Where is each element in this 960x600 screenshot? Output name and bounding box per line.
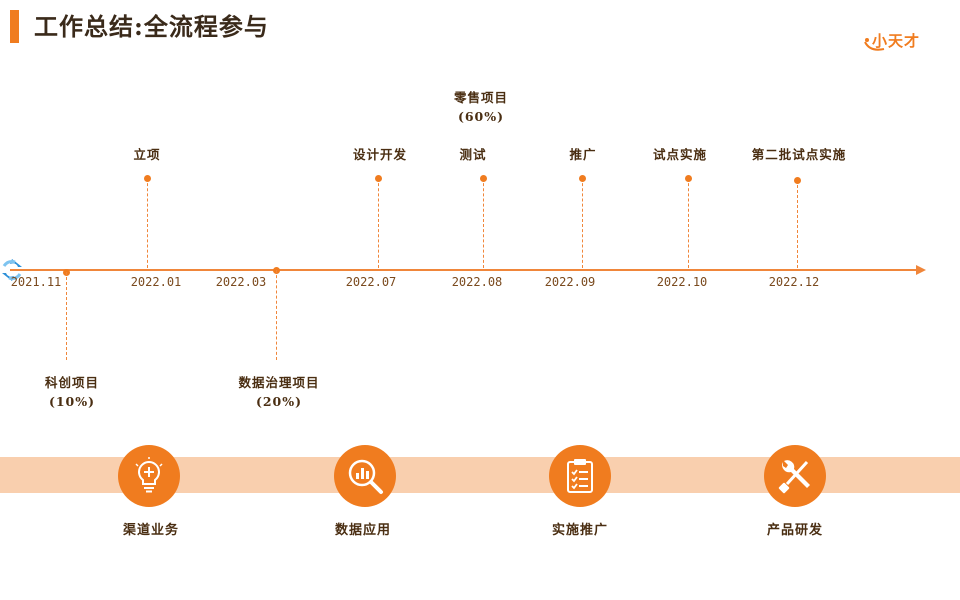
retail-project-percent: (60%) bbox=[457, 109, 505, 124]
milestone-connector bbox=[276, 270, 277, 360]
milestone-connector bbox=[147, 178, 148, 268]
research-project-percent: (10%) bbox=[48, 394, 96, 409]
category-label: 数据应用 bbox=[334, 523, 391, 538]
magnifier-chart-icon bbox=[348, 459, 383, 494]
date-label: 2022.01 bbox=[130, 275, 182, 289]
date-label: 2022.12 bbox=[768, 275, 820, 289]
clipboard-checklist-icon bbox=[567, 459, 593, 493]
wrench-screwdriver-icon bbox=[778, 460, 810, 494]
milestone-dot bbox=[480, 175, 487, 182]
timeline-axis bbox=[10, 269, 918, 271]
milestone-connector bbox=[483, 178, 484, 268]
logo-swoosh-icon bbox=[864, 38, 885, 51]
retail-project-label: 零售项目 bbox=[453, 90, 508, 105]
milestone-label: 试点实施 bbox=[652, 147, 707, 162]
lightbulb-icon bbox=[135, 457, 163, 493]
category-circle bbox=[764, 445, 826, 507]
milestone-label: 推广 bbox=[569, 147, 597, 162]
milestone-label: 测试 bbox=[459, 147, 487, 162]
research-project-label: 科创项目 bbox=[44, 375, 99, 390]
category-label: 产品研发 bbox=[766, 523, 823, 538]
data-governance-percent: (20%) bbox=[255, 394, 303, 409]
category-label: 渠道业务 bbox=[122, 523, 179, 538]
date-label: 2022.10 bbox=[656, 275, 708, 289]
category-circle bbox=[334, 445, 396, 507]
refresh-icon bbox=[2, 259, 22, 281]
date-label: 2022.03 bbox=[215, 275, 267, 289]
logo-text: 小天才 bbox=[872, 32, 921, 50]
date-label: 2022.08 bbox=[451, 275, 503, 289]
data-governance-label: 数据治理项目 bbox=[238, 375, 320, 390]
milestone-connector bbox=[378, 178, 379, 268]
milestone-label: 立项 bbox=[133, 147, 161, 162]
date-label: 2022.09 bbox=[544, 275, 596, 289]
milestone-connector bbox=[582, 178, 583, 268]
milestone-connector bbox=[688, 178, 689, 268]
milestone-dot bbox=[144, 175, 151, 182]
category-circle bbox=[118, 445, 180, 507]
date-label: 2021.11 bbox=[10, 275, 62, 289]
milestone-label: 第二批试点实施 bbox=[751, 147, 847, 162]
milestone-dot bbox=[685, 175, 692, 182]
date-label: 2022.07 bbox=[345, 275, 397, 289]
category-label: 实施推广 bbox=[551, 523, 608, 538]
arrow-right-icon bbox=[916, 265, 926, 275]
milestone-dot bbox=[794, 177, 801, 184]
page-title: 工作总结:全流程参与 bbox=[34, 12, 269, 41]
title-accent-bar bbox=[10, 10, 19, 43]
milestone-dot bbox=[375, 175, 382, 182]
milestone-connector bbox=[66, 272, 67, 360]
category-circle bbox=[549, 445, 611, 507]
milestone-dot bbox=[579, 175, 586, 182]
brand-logo: 小天才 bbox=[862, 28, 926, 56]
milestone-label: 设计开发 bbox=[352, 147, 407, 162]
milestone-connector bbox=[797, 180, 798, 268]
